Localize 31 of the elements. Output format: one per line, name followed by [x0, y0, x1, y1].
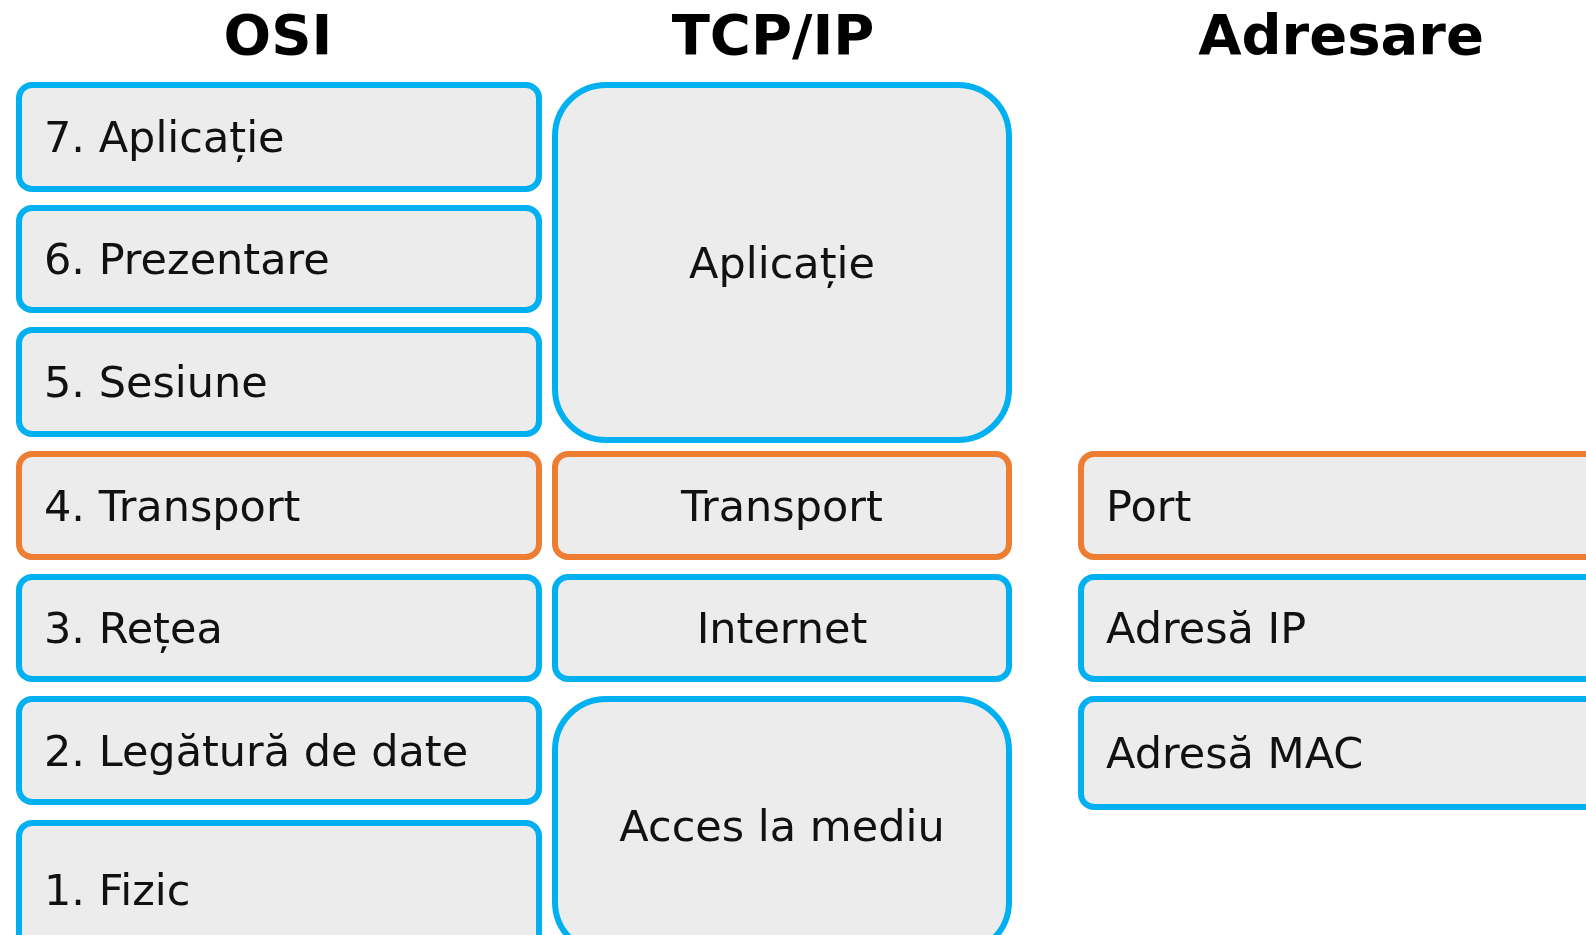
layer-box: [552, 574, 1012, 682]
layer-box: [16, 696, 542, 805]
layer-box: [16, 574, 542, 682]
layer-label: Adresă IP: [1106, 603, 1307, 653]
layer-box: [552, 451, 1012, 560]
layer-box: [16, 820, 542, 935]
layer-box: [552, 82, 1012, 443]
layer-box: [1078, 696, 1586, 810]
column-heading: Adresare: [1198, 2, 1484, 67]
layer-label: Adresă MAC: [1106, 728, 1364, 778]
layer-box: [1078, 574, 1586, 682]
layer-label: 3. Rețea: [44, 603, 223, 653]
layer-box: [1078, 451, 1586, 560]
layer-box: [16, 82, 542, 192]
column-heading: TCP/IP: [671, 2, 875, 67]
layer-label: 5. Sesiune: [44, 357, 268, 407]
layer-label: 1. Fizic: [44, 865, 191, 915]
layer-label: Internet: [696, 603, 868, 653]
layer-box: [16, 451, 542, 560]
layer-label: Acces la mediu: [619, 801, 945, 851]
layer-label: 4. Transport: [44, 480, 301, 531]
column-heading: OSI: [223, 2, 333, 67]
layer-label: 7. Aplicație: [44, 112, 285, 162]
layer-label: Port: [1106, 480, 1192, 531]
layer-label: Transport: [681, 480, 883, 531]
layer-box: [16, 327, 542, 437]
layer-label: Aplicație: [689, 237, 875, 288]
layer-box: [16, 205, 542, 313]
layer-label: 6. Prezentare: [44, 234, 330, 284]
layer-box: [552, 696, 1012, 935]
layer-label: 2. Legătură de date: [44, 725, 469, 776]
